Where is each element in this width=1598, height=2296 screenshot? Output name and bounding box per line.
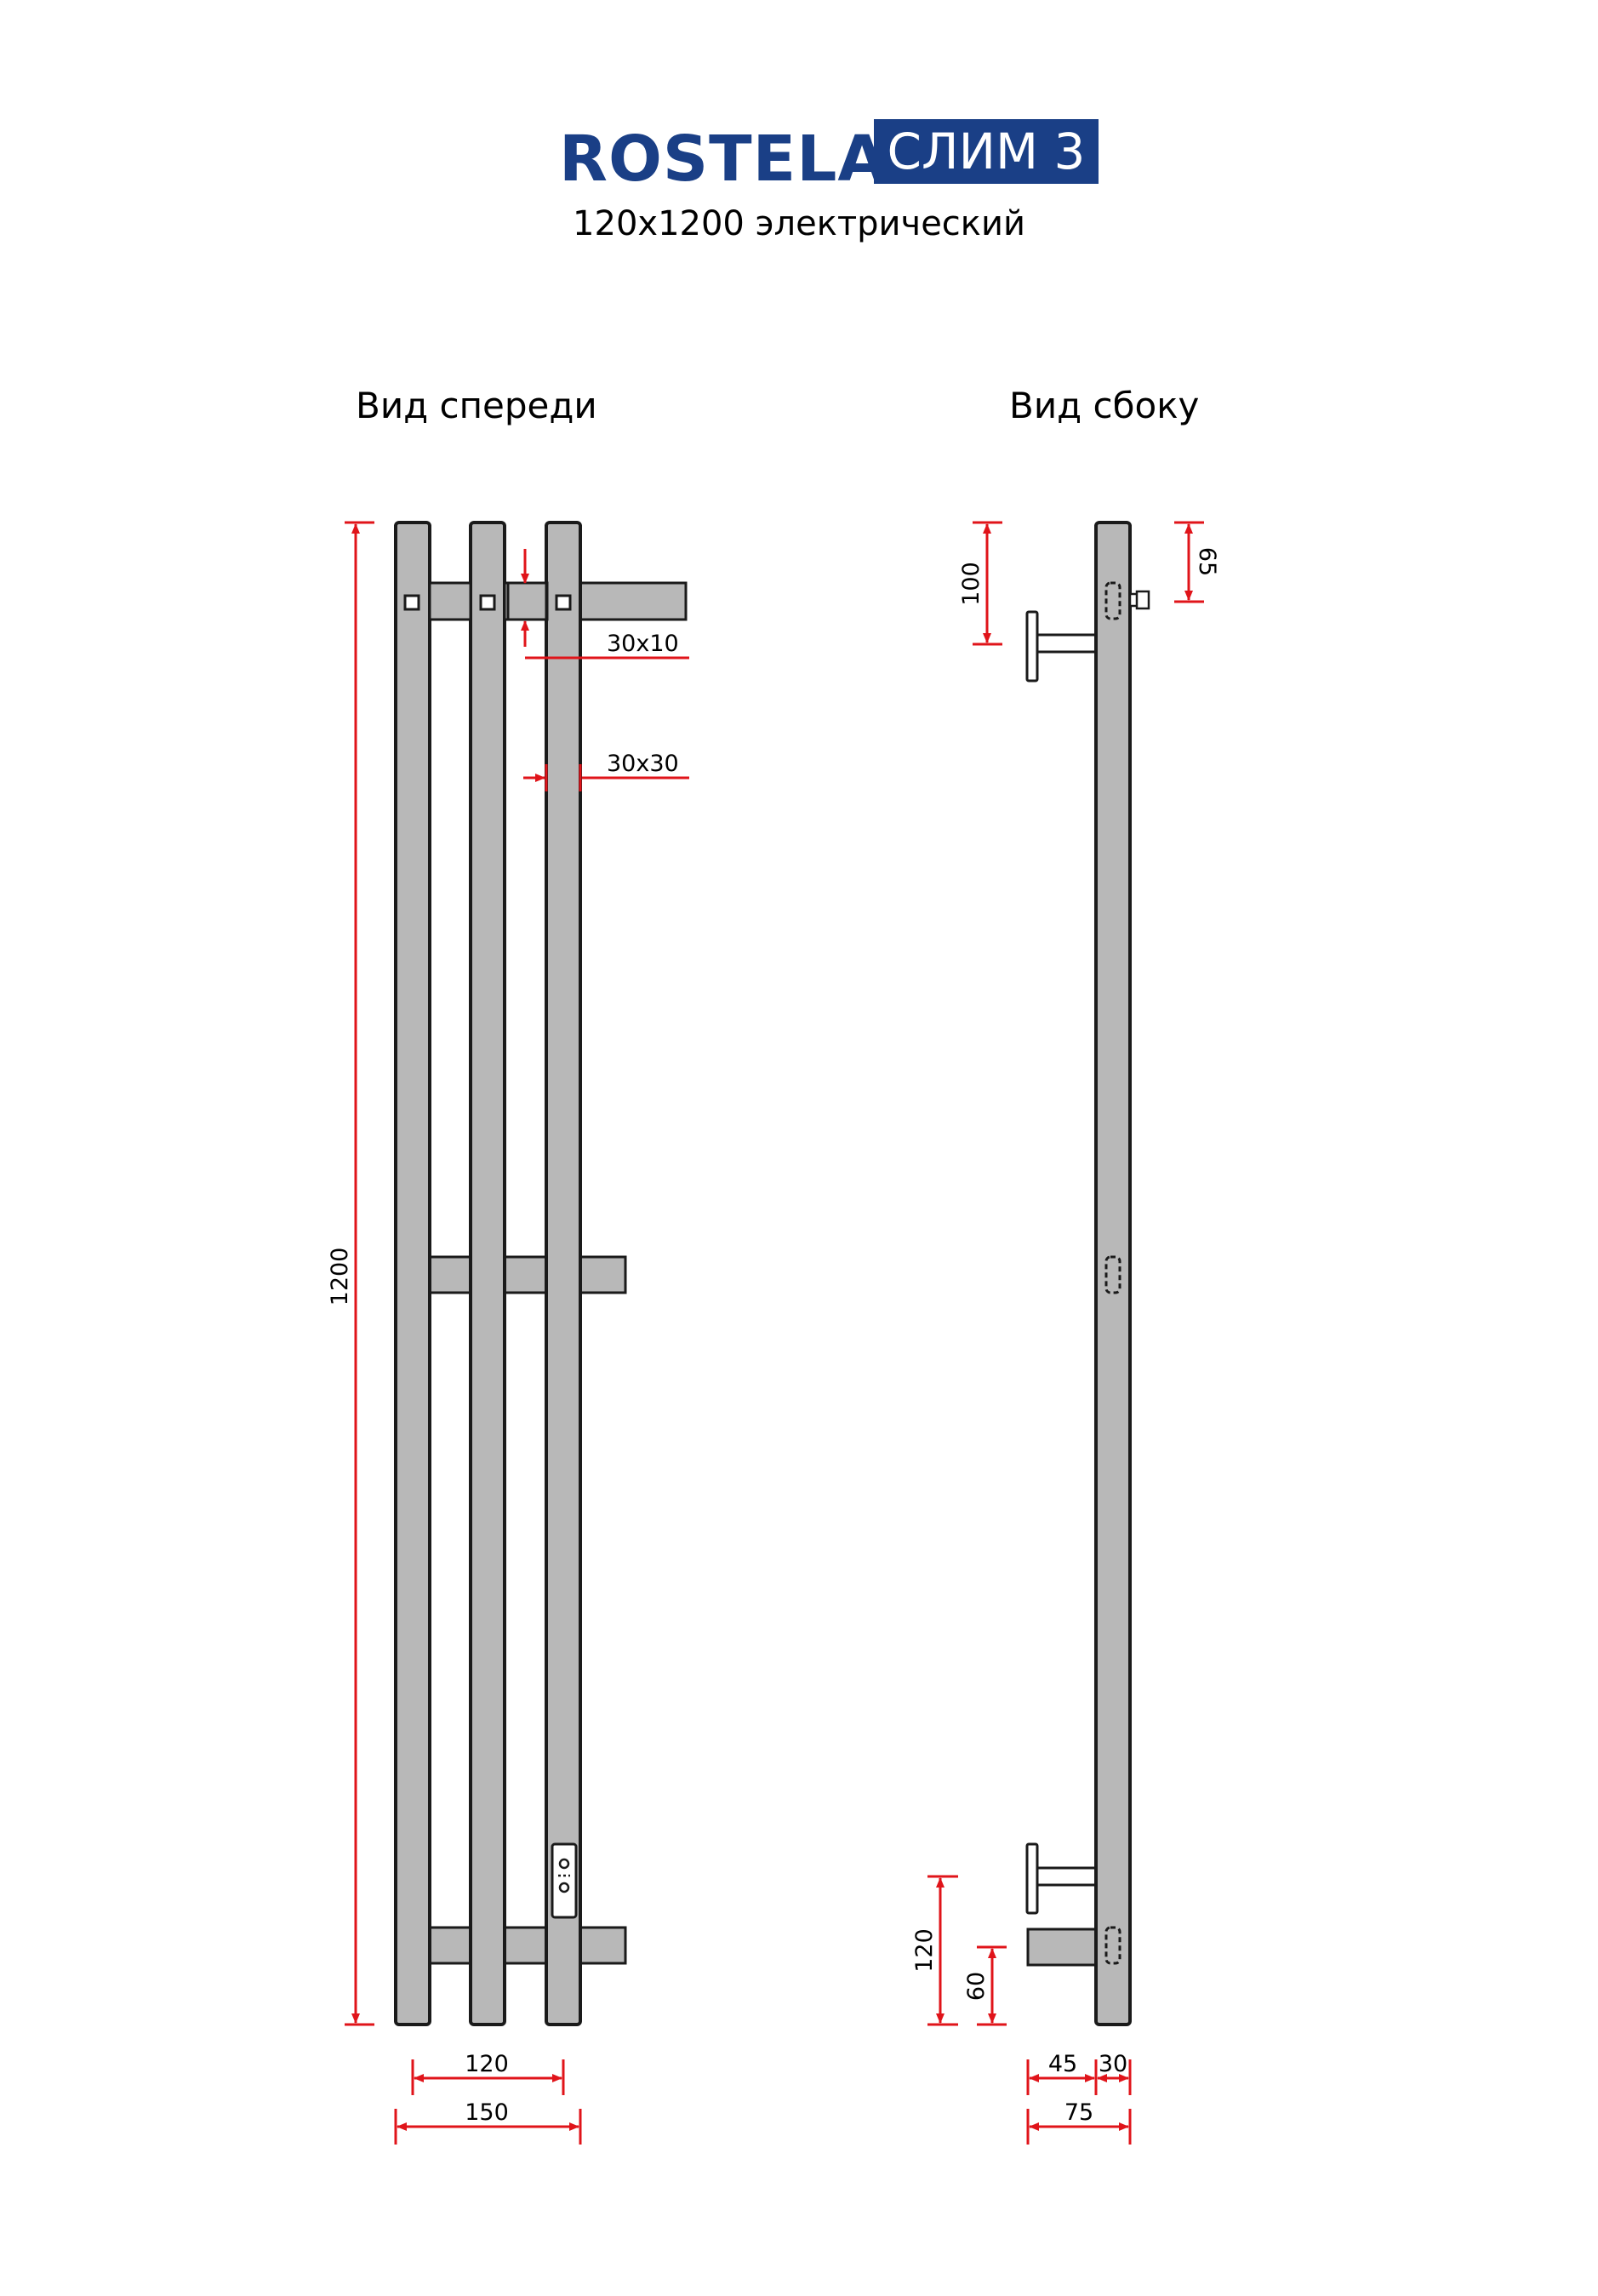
dim-side-30: 30 <box>1099 2051 1127 2077</box>
dim-width-150: 150 <box>465 2099 509 2126</box>
tube-middle <box>469 521 506 2026</box>
control-knob <box>1135 590 1150 610</box>
side-view-title: Вид сбоку <box>1009 385 1200 426</box>
top-mount-arm <box>1033 633 1098 654</box>
dim-side-45: 45 <box>1048 2051 1077 2077</box>
dim-side-65: 65 <box>1194 547 1220 576</box>
dim-tube-30x30: 30x30 <box>607 751 679 777</box>
model-badge: СЛИМ 3 <box>874 119 1099 184</box>
dim-side-100: 100 <box>958 562 984 606</box>
bottom-mount-arm <box>1033 1866 1098 1887</box>
model-name: СЛИМ 3 <box>887 123 1086 180</box>
switch-indicator-1 <box>558 1858 570 1870</box>
tube-right <box>545 521 582 2026</box>
side-dimensions <box>927 521 1204 2145</box>
dim-side-120: 120 <box>911 1928 938 1973</box>
mount-screw-left <box>403 594 420 611</box>
side-tube <box>1094 521 1132 2026</box>
mount-screw-middle <box>479 594 496 611</box>
logo-wordmark: ROSTELA <box>559 123 887 196</box>
dim-spacing-120: 120 <box>465 2051 509 2077</box>
side-crossbar-top <box>1104 581 1121 620</box>
bottom-mount-flange <box>1025 1842 1039 1915</box>
top-crossbar-seg-1 <box>428 581 472 621</box>
tube-left <box>394 521 431 2026</box>
dim-height-1200: 1200 <box>327 1248 353 1306</box>
cable-connector <box>1026 1928 1099 1967</box>
switch-indicator-2 <box>558 1882 570 1893</box>
dim-side-75: 75 <box>1064 2099 1093 2126</box>
top-mount-flange <box>1025 610 1039 683</box>
dim-crossbar-30x10: 30x10 <box>607 631 679 657</box>
side-view <box>1025 521 1150 2026</box>
brand-logo: ROSTELA СЛИМ 3 <box>540 119 1099 196</box>
front-view <box>394 521 688 2026</box>
mount-screw-right <box>555 594 572 611</box>
dim-side-60: 60 <box>963 1972 990 2001</box>
front-view-title: Вид спереди <box>356 385 597 426</box>
front-dimensions <box>345 521 689 2145</box>
power-switch <box>551 1842 578 1919</box>
side-crossbar-bottom <box>1104 1926 1121 1965</box>
top-crossbar-seg-2 <box>503 581 548 621</box>
side-crossbar-middle <box>1104 1255 1121 1294</box>
product-subtitle: 120x1200 электрический <box>573 204 1025 243</box>
